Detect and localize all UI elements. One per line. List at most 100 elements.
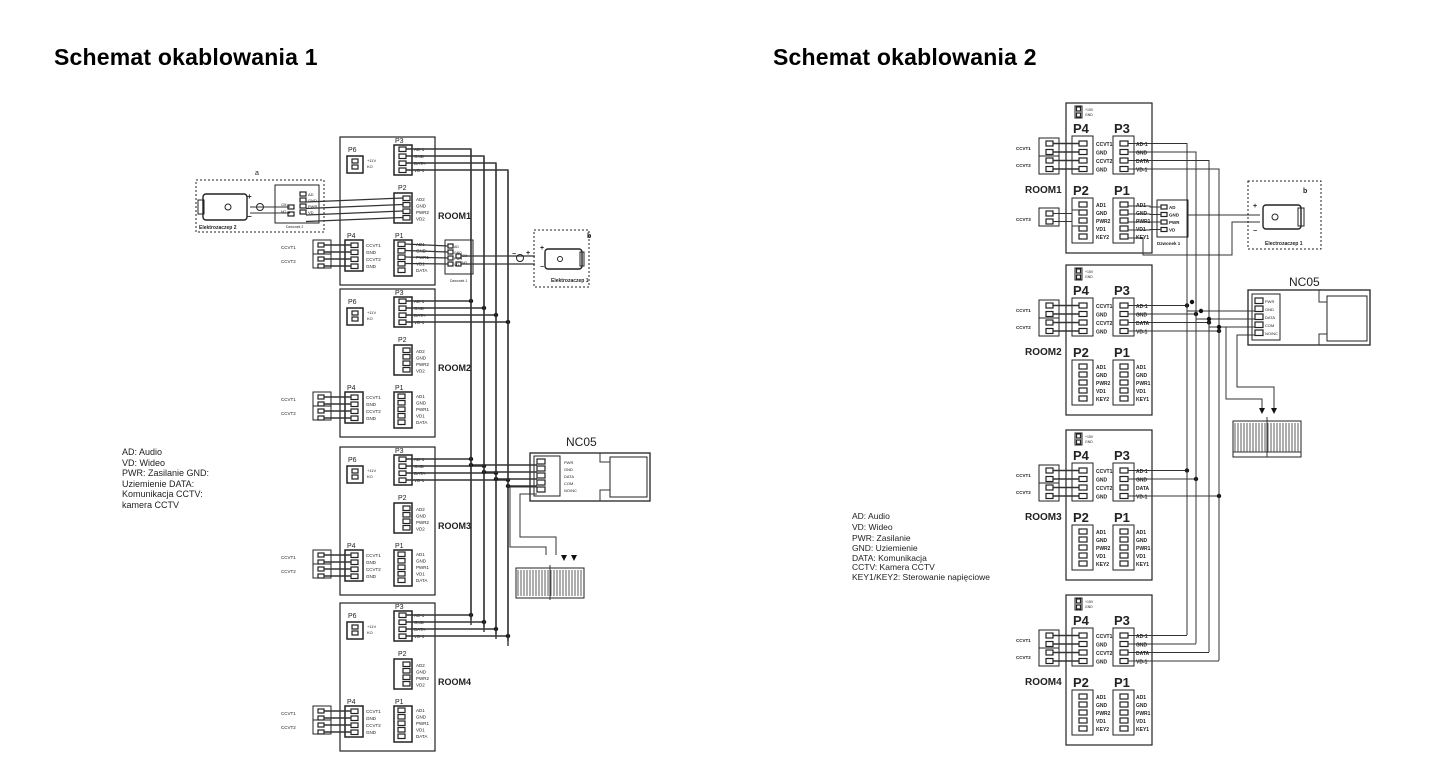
connector-label-p1: P1 <box>1114 183 1130 198</box>
legend-item: VD: Wideo <box>852 522 893 532</box>
connector-label-p4: P4 <box>1073 613 1090 628</box>
pin-label: KEY1 <box>1136 727 1149 733</box>
pin-label: KO <box>367 316 373 321</box>
pin-label: KEY1 <box>1136 562 1149 568</box>
terminal-pin <box>1119 371 1129 378</box>
pin-label: +11V <box>367 158 376 163</box>
nc05-terminal-block <box>533 455 561 497</box>
room-label: ROOM4 <box>1025 677 1062 688</box>
connector-p6 <box>346 465 364 484</box>
pin-label: KO <box>367 474 373 479</box>
lock2-body <box>202 193 248 221</box>
terminal-pin <box>536 465 546 472</box>
group-a-frame <box>195 179 325 233</box>
polarity-plus: + <box>1253 203 1257 210</box>
pin-label: AD1 <box>416 394 425 399</box>
terminal-pin <box>402 360 411 367</box>
pin-label: GND <box>1085 113 1093 117</box>
connector-label-p6: P6 <box>348 299 357 306</box>
room-unit-3: +15VGNDP4CCVT1GNDCCVT2GNDP3AD-1GNDDATAVD… <box>1016 429 1222 581</box>
legend-item: GND: Uziemienie <box>852 543 918 553</box>
doorbell2-wire <box>305 203 404 210</box>
connector-p2 <box>1071 689 1094 736</box>
pin-label: KEY1 <box>1136 397 1149 403</box>
pin-label: PWR <box>1265 299 1274 304</box>
terminal-pin <box>317 256 325 262</box>
terminal-pin <box>1119 475 1129 483</box>
terminal-pin <box>317 263 325 269</box>
pin-label: PWR <box>308 204 317 209</box>
terminal-pin <box>1078 165 1088 173</box>
pin-label: AD1 <box>1136 365 1146 371</box>
terminal-pin <box>1078 657 1088 665</box>
lock2-hole <box>224 203 232 211</box>
terminal-pin <box>1078 475 1088 483</box>
connector-p2 <box>1071 524 1094 571</box>
pin-label: GND <box>1096 373 1108 379</box>
doorbell2-wire <box>305 216 404 223</box>
pin-label: GND <box>1096 313 1108 319</box>
doorbell1-box <box>1156 199 1189 238</box>
terminal-pin <box>402 661 411 668</box>
terminal-pin <box>1119 701 1129 708</box>
terminal-pin <box>1119 165 1129 173</box>
terminal-pin <box>1078 379 1088 386</box>
connector-label-p3: P3 <box>395 290 404 297</box>
pin-label: GND <box>416 715 427 720</box>
pin-label: KEY2 <box>1096 235 1109 241</box>
pin-label: VD1 <box>1096 719 1106 725</box>
cctv-label: CCVT1 <box>281 711 296 716</box>
lock1-hole <box>557 256 563 262</box>
terminal-pin <box>351 468 359 474</box>
terminal-pin <box>350 722 359 729</box>
terminal-pin <box>398 153 407 160</box>
connector-p6 <box>346 307 364 326</box>
pin-label: DATA <box>1136 159 1150 165</box>
terminal-pin <box>350 408 359 415</box>
nc05-notch <box>599 489 610 501</box>
terminal-pin <box>350 242 359 249</box>
doorbell1-wire <box>404 243 449 247</box>
terminal-pin <box>1119 717 1129 724</box>
terminal-pin <box>397 551 406 558</box>
connector-p1 <box>1112 197 1135 244</box>
terminal-pin <box>1119 632 1129 639</box>
terminal-pin <box>1078 201 1088 208</box>
terminal-pin <box>1254 297 1264 305</box>
terminal-pin <box>1119 217 1129 224</box>
pin-label: VD1 <box>1096 554 1106 560</box>
legend-item: VD: Wideo <box>122 457 166 468</box>
terminal-pin <box>1078 395 1088 402</box>
terminal-pin <box>1119 467 1129 474</box>
terminal-pin <box>287 204 295 210</box>
cctv-camera-block <box>1038 155 1060 175</box>
terminal-pin <box>317 708 325 714</box>
terminal-pin <box>1078 536 1088 543</box>
pin-label: GND <box>1096 495 1108 501</box>
connector-p4 <box>1071 462 1094 502</box>
terminal-pin <box>397 267 406 274</box>
connector-label-p4: P4 <box>347 543 356 550</box>
connector-label-p4: P4 <box>1073 448 1090 463</box>
nc05-box <box>529 452 651 502</box>
room-panel <box>1065 594 1153 746</box>
terminal-pin <box>398 619 407 626</box>
pin-label: PWR2 <box>416 210 429 215</box>
terminal-pin <box>1045 475 1054 483</box>
terminal-pin <box>1045 140 1054 147</box>
group-b-label: b <box>587 233 591 240</box>
cctv3-wire <box>1053 209 1079 214</box>
lock1-end <box>1297 207 1305 227</box>
terminal-pin <box>1045 157 1054 164</box>
pin-label: KEY2 <box>1096 397 1109 403</box>
pin-label: VD-1 <box>1136 168 1148 174</box>
room-label: ROOM2 <box>438 363 471 373</box>
connector-label-p4: P4 <box>347 233 356 240</box>
pin-label: CCVT1 <box>1096 304 1113 310</box>
cctv-camera-block <box>1038 207 1060 227</box>
terminal-pin <box>1078 640 1088 648</box>
terminal-pin <box>398 146 407 153</box>
cctv-label: CCVT2 <box>1016 163 1031 168</box>
terminal-pin <box>317 715 325 721</box>
pin-label: PWR2 <box>1096 381 1111 387</box>
